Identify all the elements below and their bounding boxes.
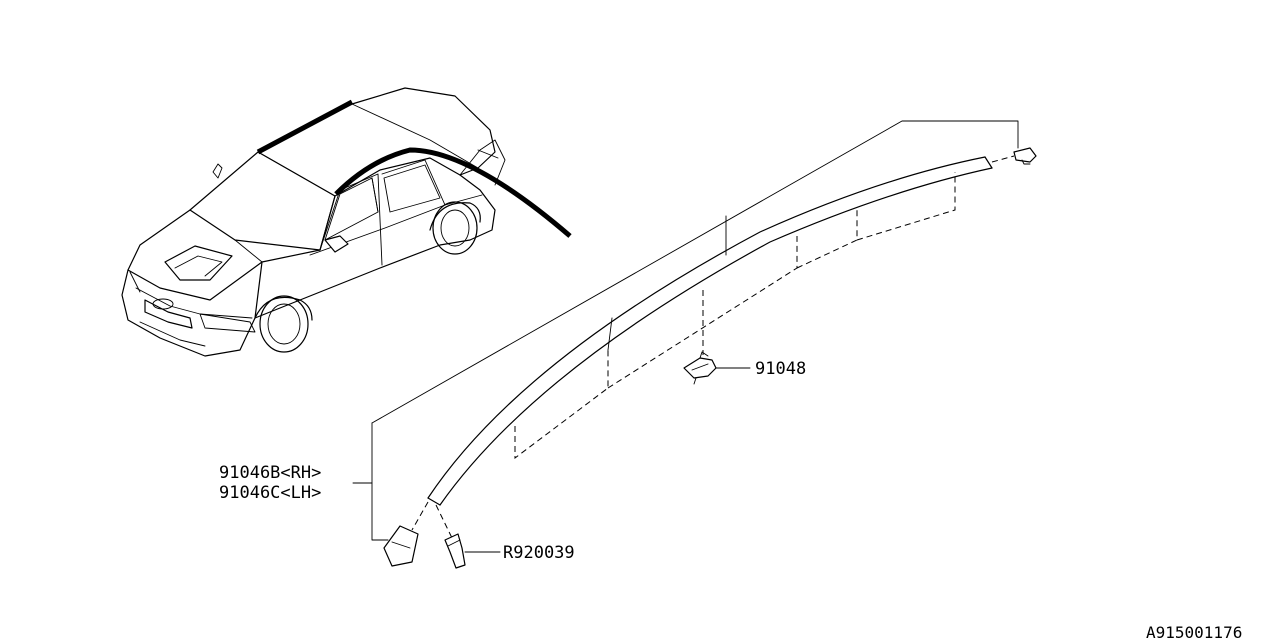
roof-molding-assembly	[352, 120, 1037, 569]
label-91048: 91048	[755, 359, 806, 379]
figure-code: A915001176	[1146, 623, 1242, 640]
roof-molding-highlight-rh	[334, 147, 572, 238]
label-91046c-lh: 91046C<LH>	[219, 483, 321, 503]
roof-molding-highlight-lh	[256, 99, 354, 155]
car-illustration	[121, 87, 572, 357]
label-r920039: R920039	[503, 543, 575, 563]
label-91046b-rh: 91046B<RH>	[219, 463, 321, 483]
